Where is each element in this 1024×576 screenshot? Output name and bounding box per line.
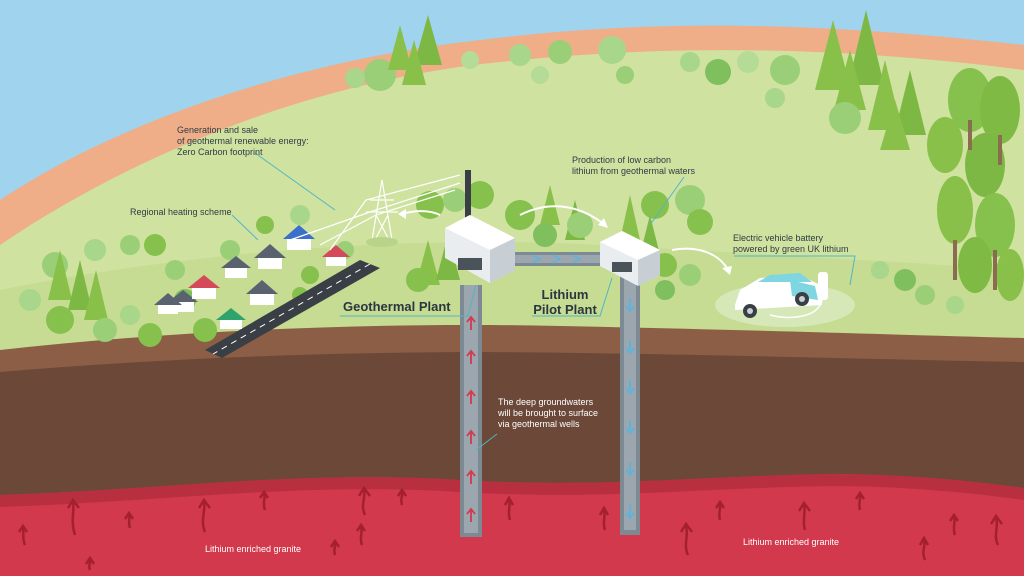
label-groundwater-line-2: will be brought to surface — [498, 408, 599, 418]
label-groundwater: The deep groundwaters will be brought to… — [498, 397, 613, 430]
label-granite-right-text: Lithium enriched granite — [743, 537, 840, 547]
label-generation: Generation and sale of geothermal renewa… — [177, 125, 347, 158]
label-generation-line-2: of geothermal renewable energy: — [177, 136, 309, 146]
label-heating-text: Regional heating scheme — [130, 207, 232, 217]
road-markings — [212, 263, 371, 355]
house-icon — [322, 245, 350, 266]
label-geothermal-plant-text: Geothermal Plant — [343, 299, 451, 314]
charger-icon — [769, 272, 828, 319]
house-icon — [154, 293, 182, 314]
label-lithium-plant: Lithium Pilot Plant — [530, 287, 600, 317]
house-icon — [216, 308, 246, 329]
tree-cluster-center — [406, 181, 713, 300]
label-heating: Regional heating scheme — [130, 207, 270, 218]
houses — [154, 225, 350, 329]
label-ev: Electric vehicle battery powered by gree… — [733, 233, 883, 255]
label-production-line-2: lithium from geothermal waters — [572, 166, 696, 176]
arrow-down-icon — [625, 298, 635, 520]
lithium-well-inner — [624, 270, 636, 530]
arrow-right-flow — [531, 254, 582, 264]
label-granite-left-text: Lithium enriched granite — [205, 544, 302, 554]
geothermal-plant-building — [445, 215, 515, 283]
arrow-up-icon — [466, 315, 476, 522]
label-groundwater-line-3: via geothermal wells — [498, 419, 580, 429]
label-ev-line-1: Electric vehicle battery — [733, 233, 824, 243]
house-icon — [221, 256, 251, 278]
tree-cluster-top — [345, 15, 800, 108]
label-granite-right: Lithium enriched granite — [743, 537, 873, 548]
label-geothermal-plant: Geothermal Plant — [343, 299, 468, 314]
label-granite-left: Lithium enriched granite — [205, 544, 335, 555]
label-lithium-plant-line-1: Lithium — [541, 287, 589, 302]
leader-lines — [231, 152, 856, 451]
label-production-line-1: Production of low carbon — [572, 155, 672, 165]
pylon-base — [366, 237, 398, 247]
house-icon — [254, 244, 286, 269]
granite-layer — [0, 474, 1024, 576]
label-ev-line-2: powered by green UK lithium — [733, 244, 849, 254]
groundwater-label-bg — [495, 395, 605, 430]
chimney — [465, 170, 471, 220]
granite-heat-arrows — [17, 485, 1003, 571]
pylon-icon — [289, 174, 461, 251]
label-lithium-plant-line-2: Pilot Plant — [533, 302, 597, 317]
label-groundwater-line-1: The deep groundwaters — [498, 397, 594, 407]
electric-car-icon — [735, 273, 822, 318]
granite-top-band — [0, 474, 1024, 507]
tree-cluster-left — [19, 205, 354, 347]
lithium-plant-building — [600, 231, 660, 286]
geothermal-well-inner — [464, 285, 478, 533]
label-generation-line-1: Generation and sale — [177, 125, 259, 135]
label-production: Production of low carbon lithium from ge… — [572, 155, 732, 177]
house-icon — [283, 225, 315, 250]
process-arrows — [398, 205, 732, 275]
house-icon — [188, 275, 220, 299]
tree-cluster-right — [815, 10, 1024, 314]
label-generation-line-3: Zero Carbon footprint — [177, 147, 263, 157]
house-icon — [246, 280, 278, 305]
